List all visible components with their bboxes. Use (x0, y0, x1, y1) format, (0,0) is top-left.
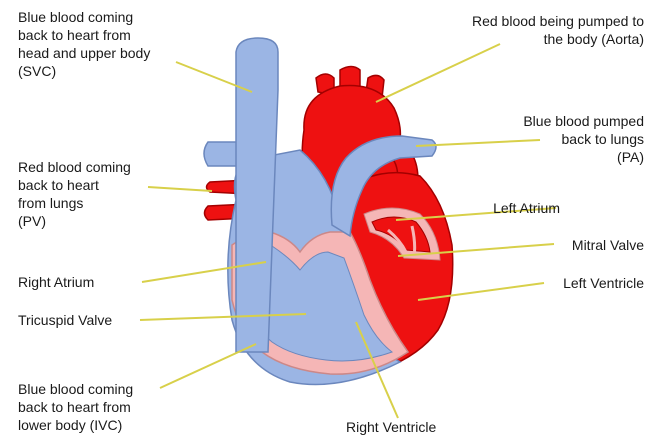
leader-aorta (376, 44, 500, 102)
label-pv: Red blood coming back to heart from lung… (18, 158, 131, 230)
leader-ivc (160, 344, 256, 388)
label-left-ventricle: Left Ventricle (563, 274, 644, 292)
label-mitral-valve: Mitral Valve (572, 236, 644, 254)
label-aorta: Red blood being pumped to the body (Aort… (472, 12, 644, 48)
label-tricuspid-valve: Tricuspid Valve (18, 311, 112, 329)
leader-pv (148, 187, 212, 191)
label-ivc: Blue blood coming back to heart from low… (18, 380, 133, 434)
label-right-ventricle: Right Ventricle (346, 418, 436, 436)
label-right-atrium: Right Atrium (18, 273, 94, 291)
label-svc: Blue blood coming back to heart from hea… (18, 8, 150, 80)
label-pa: Blue blood pumped back to lungs (PA) (523, 112, 644, 166)
label-left-atrium: Left Atrium (493, 199, 560, 217)
